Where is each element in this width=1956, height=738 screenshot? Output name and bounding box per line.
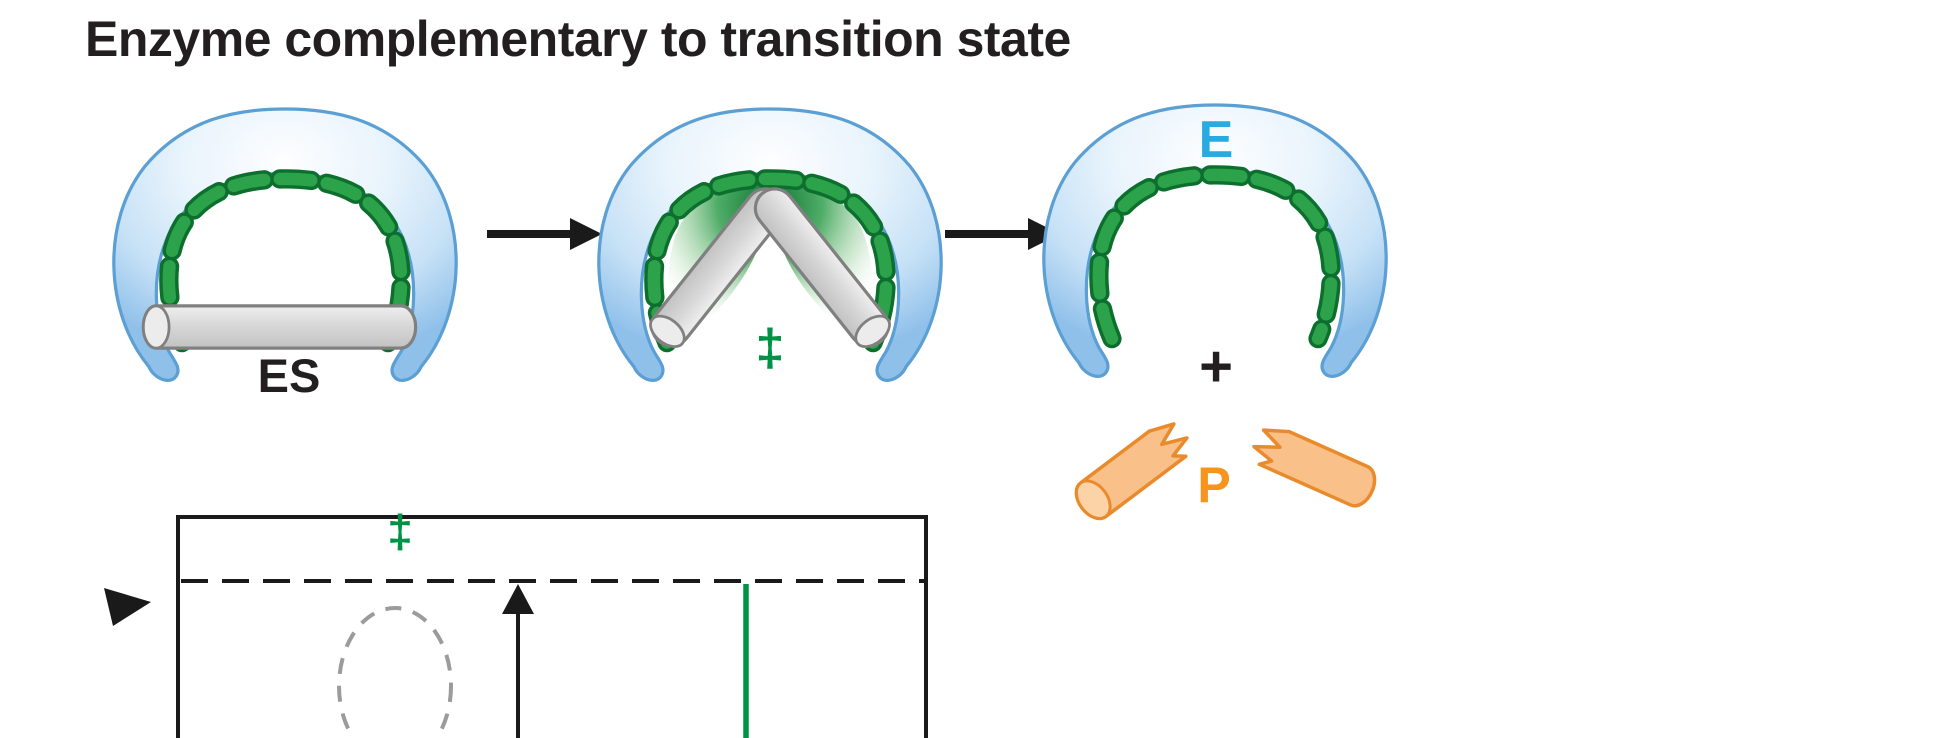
bent-substrate — [649, 187, 891, 348]
arrow-head-icon — [570, 218, 602, 250]
label-es-complex: ES — [257, 349, 321, 402]
figure-title: Enzyme complementary to transition state — [85, 11, 1071, 67]
axis-arrow-fragment-icon — [104, 588, 151, 626]
label-products: P — [1197, 457, 1231, 513]
product-cylinder-broken — [1252, 428, 1377, 508]
enzyme-transition-complex — [597, 107, 943, 382]
product-piece-right — [1252, 428, 1377, 508]
substrate-end-face — [141, 304, 171, 350]
strain-glow — [667, 177, 873, 349]
substrate-rod — [141, 304, 418, 350]
bent-substrate-right-arm — [753, 187, 891, 348]
energy-diagram-partial — [104, 515, 928, 738]
bent-rod-end-face — [649, 314, 686, 348]
products — [1074, 422, 1377, 521]
label-energy-chart-dagger: ‡ — [387, 505, 413, 557]
enzyme-es-complex — [112, 107, 458, 382]
label-free-enzyme: E — [1198, 111, 1234, 169]
transition-state-dashed-circle — [337, 606, 453, 738]
bent-rod-end-face — [854, 314, 891, 348]
active-site-dashes — [1099, 175, 1331, 339]
reaction-arrow-1 — [487, 218, 602, 250]
substrate-cylinder — [141, 304, 418, 350]
activation-arrow-head-icon — [502, 584, 534, 614]
energy-diagram-frame — [176, 515, 928, 738]
product-piece-left — [1074, 422, 1189, 521]
label-plus-sign: + — [1199, 334, 1233, 399]
product-end-face — [1074, 479, 1112, 520]
label-transition-state-dagger: ‡ — [755, 319, 785, 377]
